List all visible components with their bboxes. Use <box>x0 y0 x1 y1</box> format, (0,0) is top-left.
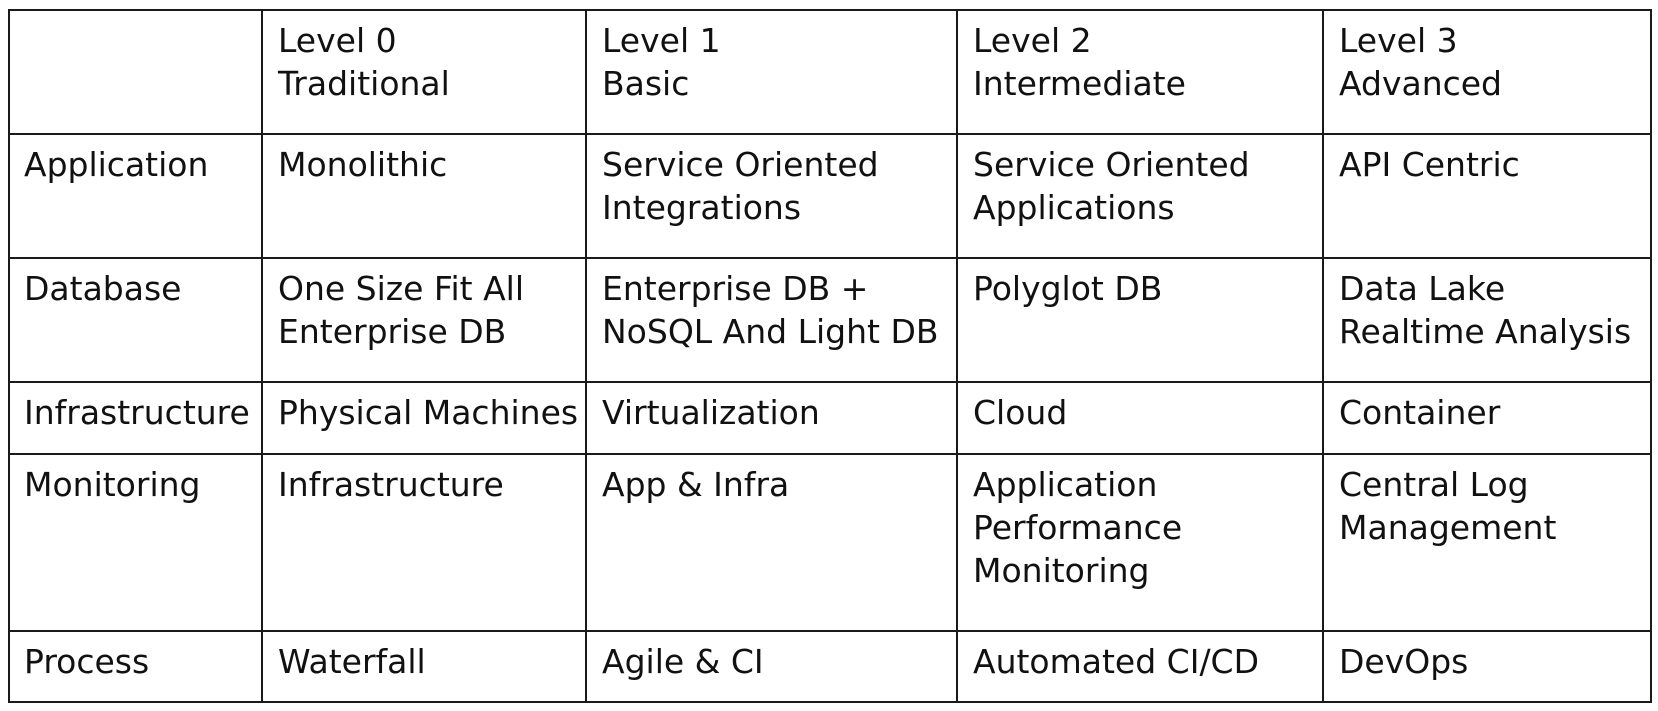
table-cell: Virtualization <box>585 381 958 455</box>
level-number: Level 1 <box>602 21 721 60</box>
table-cell: Monolithic <box>261 133 587 259</box>
cell-line: DevOps <box>1339 642 1469 681</box>
cell-line: Management <box>1339 508 1557 547</box>
cell-line: Applications <box>973 188 1175 227</box>
cell-line: Realtime Analysis <box>1339 312 1632 351</box>
level-name: Traditional <box>278 64 450 103</box>
level-name: Intermediate <box>973 64 1186 103</box>
table-row-process: Process Waterfall Agile & CI Automated C… <box>8 630 1652 703</box>
cell-line: Enterprise DB <box>278 312 507 351</box>
cell-line: Service Oriented <box>602 145 879 184</box>
level-number: Level 0 <box>278 21 397 60</box>
cell-line: One Size Fit All <box>278 269 525 308</box>
row-label: Database <box>8 257 263 383</box>
cell-line: Enterprise DB + <box>602 269 869 308</box>
cell-line: Monitoring <box>973 551 1150 590</box>
table-cell: API Centric <box>1322 133 1652 259</box>
cell-line: App & Infra <box>602 465 790 504</box>
level-number: Level 2 <box>973 21 1092 60</box>
cell-line: API Centric <box>1339 145 1520 184</box>
row-label: Application <box>8 133 263 259</box>
table-cell: Waterfall <box>261 630 587 703</box>
header-cell-level-2: Level 2 Intermediate <box>956 9 1324 135</box>
cell-line: Infrastructure <box>278 465 504 504</box>
table-row-monitoring: Monitoring Infrastructure App & Infra Ap… <box>8 453 1652 632</box>
cell-line: Performance <box>973 508 1183 547</box>
cell-line: Physical Machines <box>278 393 579 432</box>
table-cell: Enterprise DB + NoSQL And Light DB <box>585 257 958 383</box>
cell-line: Service Oriented <box>973 145 1250 184</box>
row-label: Process <box>8 630 263 703</box>
cell-line: Monolithic <box>278 145 448 184</box>
header-row: Level 0 Traditional Level 1 Basic Level … <box>8 9 1652 135</box>
cell-line: Central Log <box>1339 465 1529 504</box>
table-cell: Agile & CI <box>585 630 958 703</box>
cell-line: Waterfall <box>278 642 426 681</box>
table-cell: App & Infra <box>585 453 958 632</box>
level-name: Basic <box>602 64 690 103</box>
row-label: Monitoring <box>8 453 263 632</box>
header-cell-level-3: Level 3 Advanced <box>1322 9 1652 135</box>
cell-line: Container <box>1339 393 1501 432</box>
cell-line: Application <box>973 465 1158 504</box>
level-number: Level 3 <box>1339 21 1458 60</box>
table-cell: Container <box>1322 381 1652 455</box>
cell-line: Polyglot DB <box>973 269 1163 308</box>
table-cell: Cloud <box>956 381 1324 455</box>
cell-line: Cloud <box>973 393 1068 432</box>
row-label: Infrastructure <box>8 381 263 455</box>
cell-line: Automated CI/CD <box>973 642 1260 681</box>
table-cell: DevOps <box>1322 630 1652 703</box>
corner-cell <box>8 9 263 135</box>
table-cell: Automated CI/CD <box>956 630 1324 703</box>
table-row-infrastructure: Infrastructure Physical Machines Virtual… <box>8 381 1652 455</box>
cell-line: Virtualization <box>602 393 820 432</box>
cell-line: Agile & CI <box>602 642 764 681</box>
maturity-table: Level 0 Traditional Level 1 Basic Level … <box>8 9 1652 703</box>
cell-line: Data Lake <box>1339 269 1506 308</box>
cell-line: NoSQL And Light DB <box>602 312 939 351</box>
header-cell-level-0: Level 0 Traditional <box>261 9 587 135</box>
table-cell: Polyglot DB <box>956 257 1324 383</box>
table-cell: Infrastructure <box>261 453 587 632</box>
header-cell-level-1: Level 1 Basic <box>585 9 958 135</box>
cell-line: Integrations <box>602 188 802 227</box>
table-cell: Physical Machines <box>261 381 587 455</box>
level-name: Advanced <box>1339 64 1503 103</box>
